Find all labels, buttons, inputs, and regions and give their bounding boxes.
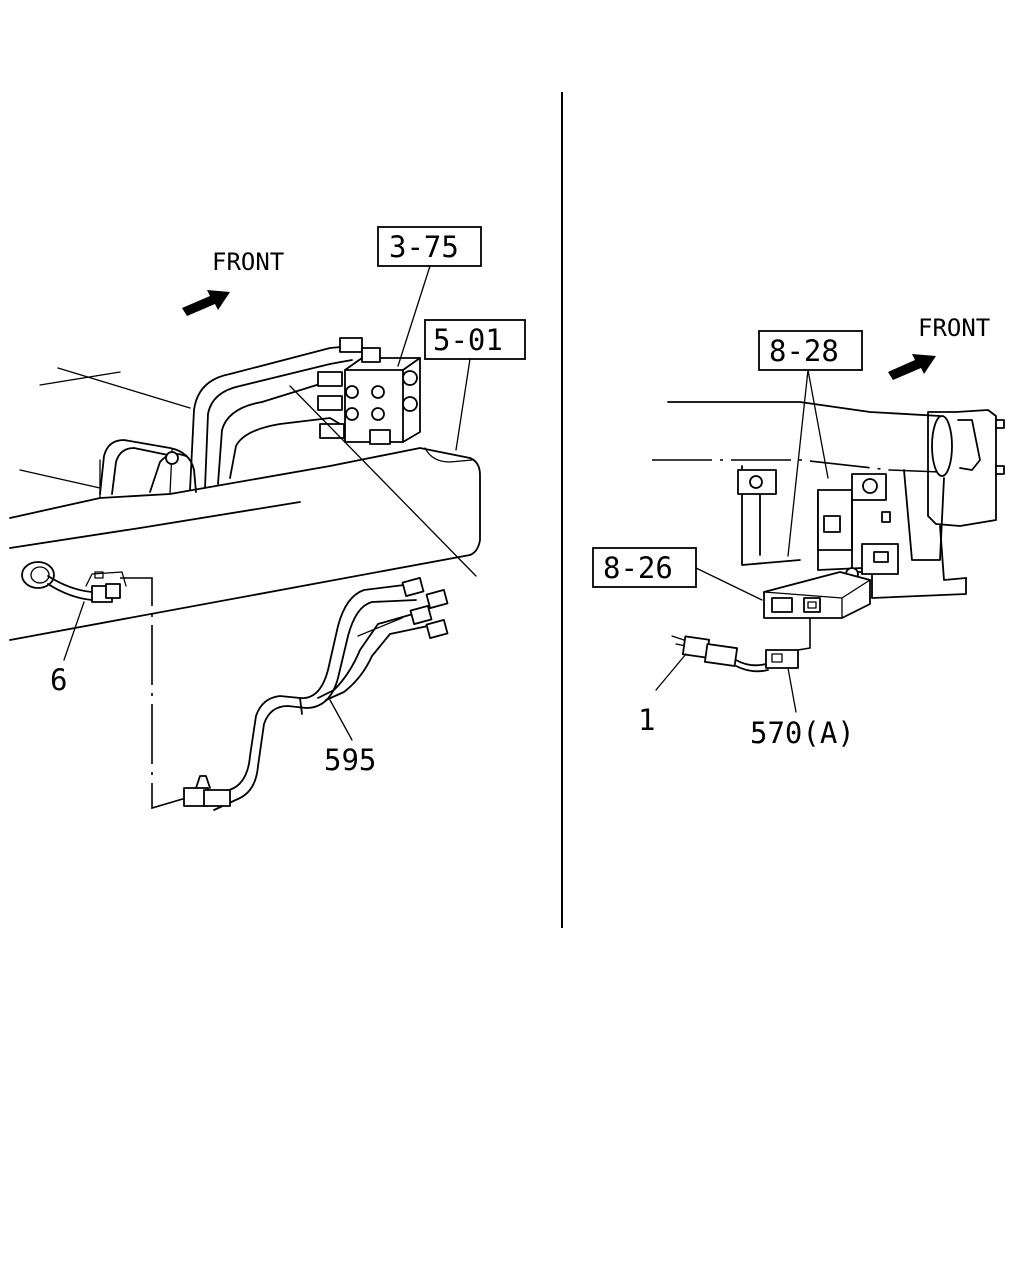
callout-1[interactable]: 1 xyxy=(638,703,655,737)
ref-box-3-75[interactable]: 3-75 xyxy=(377,226,482,267)
left-view: FRONT xyxy=(9,226,526,811)
ref-box-3-75-text: 3-75 xyxy=(389,230,459,264)
leader-1 xyxy=(655,653,687,691)
routing-line xyxy=(120,577,187,810)
right-routing-line xyxy=(797,618,811,651)
callout-570a[interactable]: 570(A) xyxy=(750,716,855,750)
right-front-label: FRONT xyxy=(918,314,990,342)
grommet-connector xyxy=(21,561,127,603)
ref-box-8-28-text: 8-28 xyxy=(769,334,839,368)
harness-570a xyxy=(671,635,799,673)
ref-box-8-28[interactable]: 8-28 xyxy=(758,330,863,371)
leader-6 xyxy=(63,601,85,661)
valve-block xyxy=(317,337,421,445)
frame-rail xyxy=(9,367,481,641)
right-view: FRONT 8-28 xyxy=(592,314,1005,750)
brake-pipes xyxy=(99,345,353,495)
control-unit xyxy=(763,571,871,619)
left-front-arrow-icon xyxy=(182,290,230,316)
ref-box-8-26[interactable]: 8-26 xyxy=(592,547,697,588)
left-front-label: FRONT xyxy=(212,248,284,276)
abs-bracket-assembly xyxy=(652,401,1005,599)
leader-8-26 xyxy=(695,567,763,601)
callout-6[interactable]: 6 xyxy=(50,663,67,697)
leader-3-75 xyxy=(397,265,431,367)
ref-box-8-26-text: 8-26 xyxy=(603,551,673,585)
leader-595 xyxy=(329,699,353,741)
leader-570a xyxy=(787,667,797,713)
ref-box-5-01[interactable]: 5-01 xyxy=(424,319,526,360)
callout-595[interactable]: 595 xyxy=(324,743,376,777)
ref-box-5-01-text: 5-01 xyxy=(433,323,503,357)
harness-595 xyxy=(183,577,449,811)
leader-valve-harness xyxy=(289,385,477,577)
leader-8-28 xyxy=(787,369,829,557)
right-front-arrow-icon xyxy=(888,354,936,380)
leader-5-01 xyxy=(455,358,471,451)
